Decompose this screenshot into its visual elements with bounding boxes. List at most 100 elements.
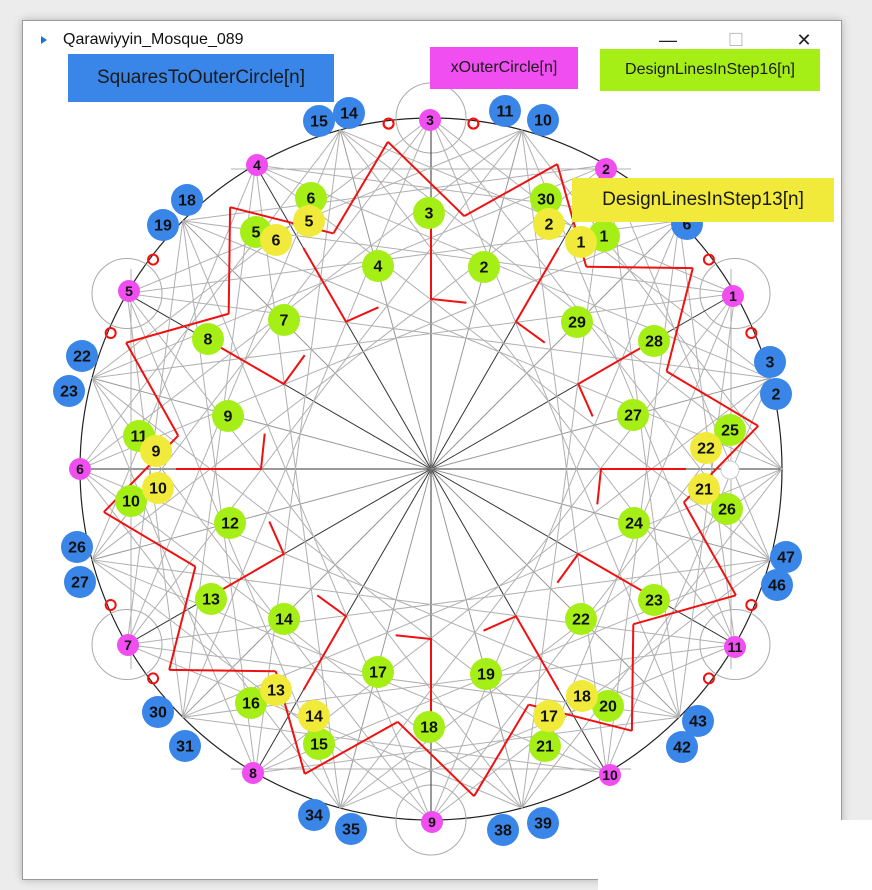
green-dot	[592, 690, 624, 722]
yellow-dot	[298, 700, 330, 732]
construction-line	[79, 468, 680, 718]
green-label: 13	[202, 592, 220, 609]
design-line	[209, 340, 306, 386]
squares-to-outer-circle-button[interactable]: SquaresToOuterCircle[n]	[68, 54, 334, 102]
design-line	[665, 267, 694, 372]
maximize-button[interactable]: ☐	[727, 30, 745, 50]
construction-line	[91, 559, 607, 774]
blue-dot	[489, 95, 521, 127]
construction-line	[606, 164, 771, 561]
yellow-dot	[533, 208, 565, 240]
green-label: 29	[568, 315, 586, 332]
design-line	[682, 501, 737, 596]
blue-point-8: 22	[66, 340, 98, 372]
yellow-label: 21	[695, 482, 713, 499]
blue-label: 34	[305, 808, 323, 825]
construction-line	[255, 164, 771, 379]
radial-line	[430, 468, 771, 561]
magenta-label: 6	[76, 461, 84, 477]
blue-label: 6	[683, 217, 692, 234]
yellow-dot	[260, 674, 292, 706]
green-point-27: 18	[413, 711, 445, 743]
green-label: 25	[721, 423, 739, 440]
close-button[interactable]: ✕	[796, 30, 812, 50]
design-line	[630, 624, 635, 731]
design-lines-step16-button[interactable]: DesignLinesInStep16[n]	[600, 49, 820, 91]
green-label: 17	[369, 665, 387, 682]
construction-line	[79, 220, 680, 470]
green-label: 5	[252, 225, 261, 242]
construction-line	[126, 293, 184, 718]
yellow-label: 22	[697, 441, 715, 458]
radial-line	[430, 468, 680, 718]
construction-line	[91, 164, 607, 379]
green-point-11: 9	[212, 400, 244, 432]
yellow-dot	[565, 226, 597, 258]
blue-point-14: 47	[770, 541, 802, 573]
construction-line	[521, 129, 783, 470]
construction-line	[182, 164, 607, 222]
green-label: 4	[374, 259, 383, 276]
magenta-label: 3	[426, 112, 434, 128]
green-dot	[192, 323, 224, 355]
magenta-dot	[419, 109, 441, 131]
magenta-label: 11	[728, 639, 743, 655]
blue-label: 39	[534, 816, 552, 833]
blue-label: 15	[310, 114, 328, 131]
construction-line	[606, 164, 680, 718]
magenta-point-6: 7	[117, 634, 139, 656]
blue-point-11: 2	[760, 378, 792, 410]
yellow-label: 13	[267, 683, 285, 700]
magenta-point-0: 1	[722, 285, 744, 307]
design-line	[596, 468, 686, 505]
yellow-point-8: 13	[260, 674, 292, 706]
magenta-label: 4	[253, 157, 261, 173]
green-dot	[561, 306, 593, 338]
magenta-point-4: 5	[118, 280, 140, 302]
design-line	[633, 594, 737, 626]
design-line	[125, 312, 229, 344]
construction-line	[678, 293, 736, 718]
blue-dot	[770, 541, 802, 573]
yellow-dot	[690, 432, 722, 464]
blue-dot	[298, 799, 330, 831]
yellow-label: 10	[149, 481, 167, 498]
yellow-dot	[140, 435, 172, 467]
blue-point-2: 11	[489, 95, 521, 127]
minimize-button[interactable]: —	[659, 30, 677, 50]
construction-line	[91, 377, 607, 774]
blue-dot	[66, 340, 98, 372]
green-label: 7	[280, 313, 289, 330]
design-line	[483, 614, 560, 691]
yellow-dot	[142, 472, 174, 504]
green-point-26: 20	[592, 690, 624, 722]
construction-line	[182, 220, 256, 774]
design-line	[576, 340, 653, 417]
green-dot	[618, 507, 650, 539]
green-label: 1	[600, 229, 609, 246]
blue-label: 35	[342, 822, 360, 839]
green-point-14: 25	[714, 414, 746, 446]
design-lines-step13-button[interactable]: DesignLinesInStep13[n]	[572, 178, 834, 222]
design-line	[103, 511, 196, 568]
blue-dot	[61, 531, 93, 563]
construction-line	[521, 164, 607, 809]
green-point-4: 30	[530, 183, 562, 215]
green-point-17: 12	[214, 507, 246, 539]
construction-line	[255, 164, 341, 809]
design-line	[514, 247, 560, 344]
green-point-24: 19	[470, 658, 502, 690]
blue-point-20: 34	[298, 799, 330, 831]
magenta-dot	[117, 634, 139, 656]
blue-label: 31	[176, 739, 194, 756]
yellow-dot	[566, 680, 598, 712]
green-point-0: 3	[413, 197, 445, 229]
construction-line	[126, 129, 523, 645]
radial-line	[182, 220, 432, 470]
radial-line	[91, 468, 432, 561]
construction-line	[430, 117, 680, 718]
blue-point-17: 31	[169, 730, 201, 762]
x-outer-circle-button[interactable]: xOuterCircle[n]	[430, 47, 578, 89]
yellow-dot	[293, 205, 325, 237]
